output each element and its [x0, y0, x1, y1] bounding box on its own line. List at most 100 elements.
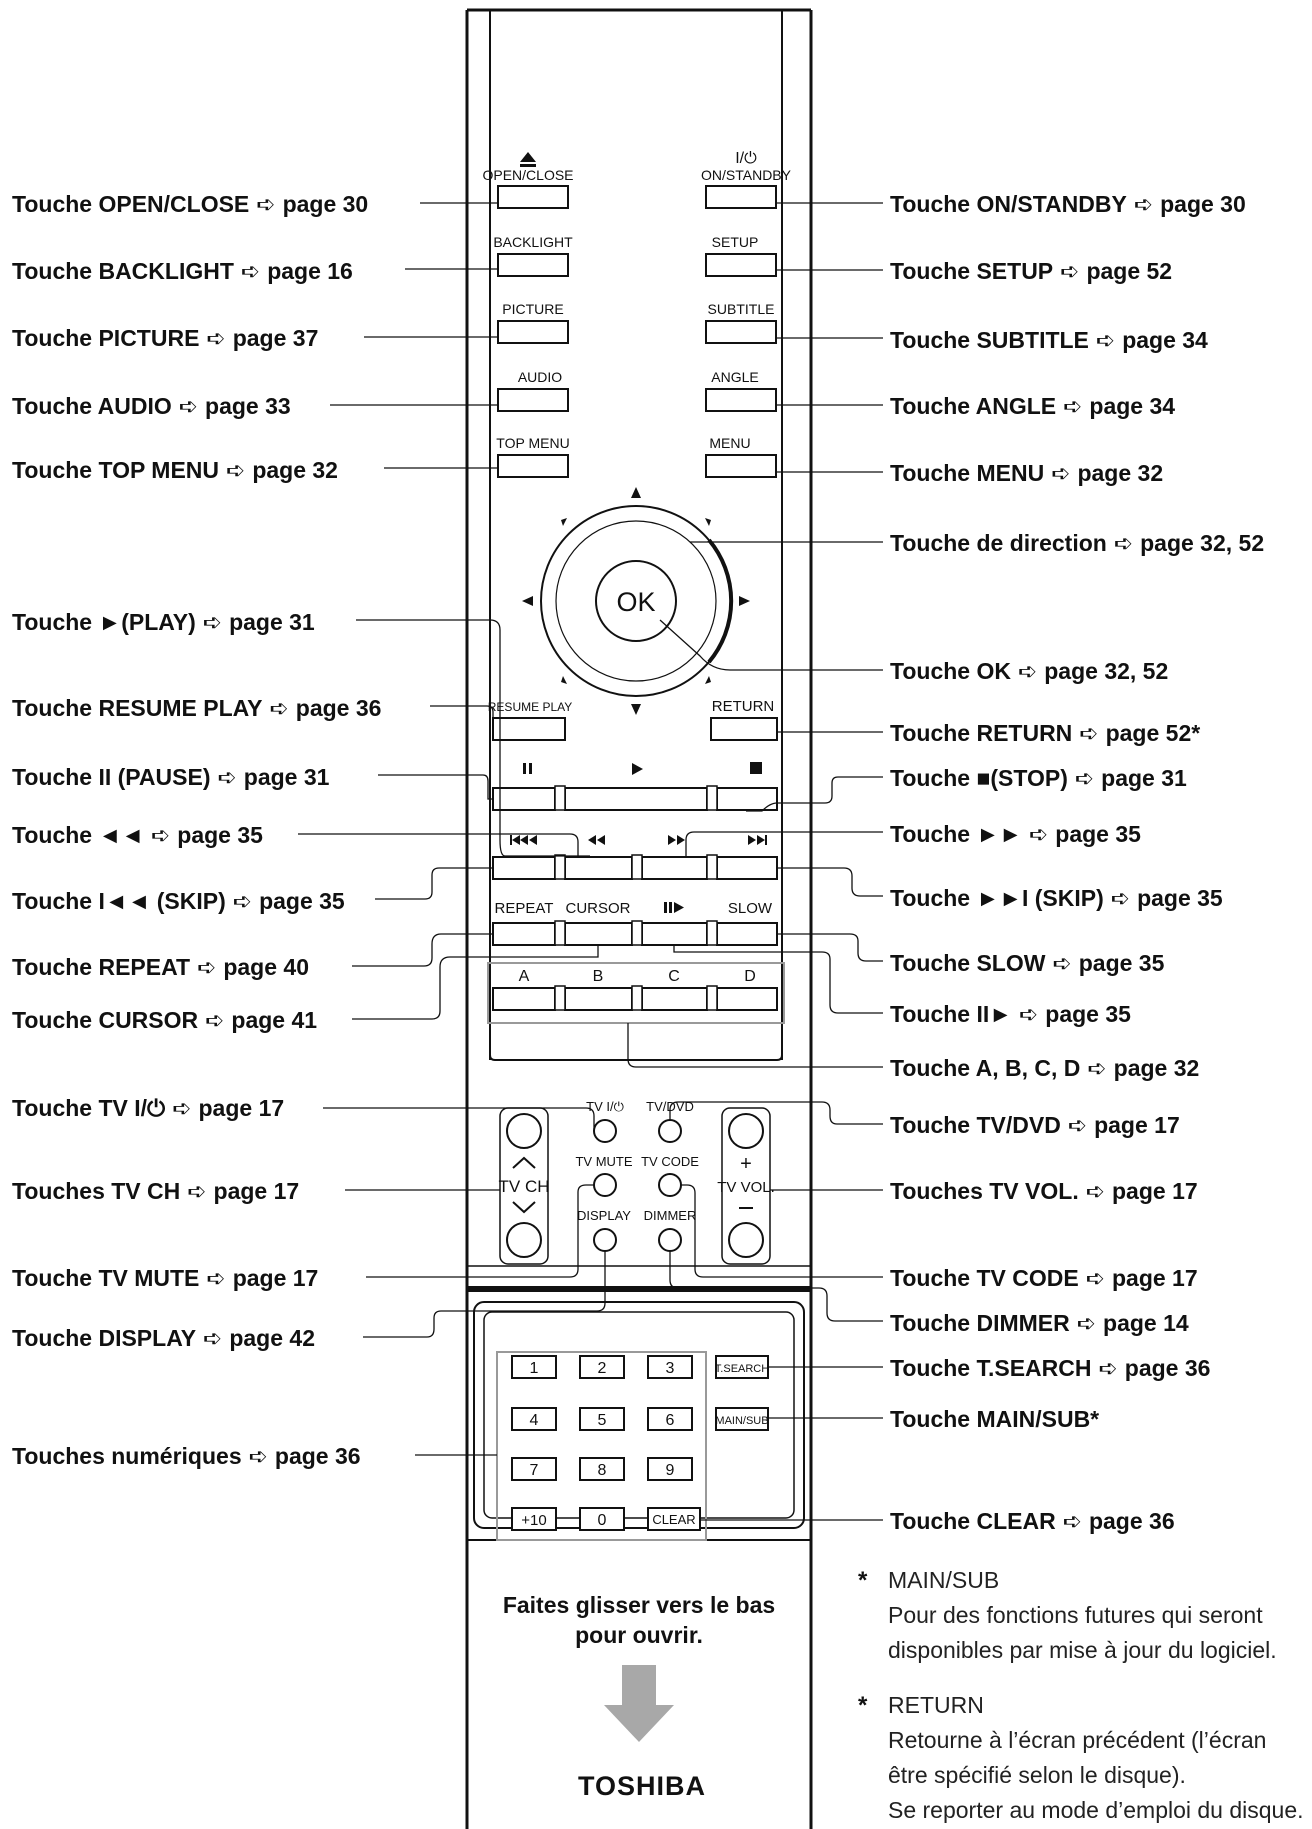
b-button[interactable] [564, 987, 633, 1011]
callout-menu: Touche MENU➪page 32 [890, 460, 1163, 486]
c-button[interactable] [641, 987, 708, 1011]
play-button[interactable] [564, 787, 708, 811]
tv-vol-up-button[interactable] [728, 1113, 764, 1149]
tsearch-label: T.SEARCH [715, 1363, 769, 1375]
key-7-button[interactable] [511, 1457, 557, 1481]
on-standby-button[interactable] [705, 185, 777, 209]
tv-vol-down-button[interactable] [728, 1222, 764, 1258]
tv-mute-button[interactable] [593, 1173, 617, 1197]
return-button[interactable] [710, 717, 778, 741]
key-6-button[interactable] [647, 1407, 693, 1431]
callout-abcd-name: Touche A, B, C, D [890, 1055, 1080, 1081]
skip-forward-button[interactable] [716, 856, 778, 880]
frame-advance-button[interactable] [641, 922, 708, 946]
note-1-star: * [858, 1567, 868, 1594]
subtitle-button[interactable] [705, 320, 777, 344]
note-1-line-2: disponibles par mise à jour du logiciel. [888, 1637, 1277, 1663]
pause-button[interactable] [492, 787, 556, 811]
key-9-button[interactable] [647, 1457, 693, 1481]
play-icon [632, 763, 643, 775]
cursor-button[interactable] [564, 922, 633, 946]
note-1-title: MAIN/SUB [888, 1567, 999, 1593]
key-3-button[interactable] [647, 1355, 693, 1379]
key-plus10-button[interactable] [511, 1507, 557, 1531]
callout-subtitle-page: page 34 [1122, 327, 1208, 353]
tv-ch-down-button[interactable] [506, 1222, 542, 1258]
callout-main-sub-name: Touche MAIN/SUB* [890, 1406, 1099, 1432]
repeat-button[interactable] [492, 922, 556, 946]
callout-forward-name: Touche ►► [890, 821, 1022, 847]
menu-button[interactable] [705, 454, 777, 478]
a-button[interactable] [492, 987, 556, 1011]
subtitle-label: SUBTITLE [708, 301, 775, 317]
callout-tv-dvd: Touche TV/DVD➪page 17 [890, 1112, 1180, 1138]
callout-tv-ch-name: Touches TV CH [12, 1178, 180, 1204]
callout-angle-arrow-icon: ➪ [1063, 393, 1082, 419]
direction-pad: OK [522, 487, 750, 715]
callout-skip-fwd-name: Touche ►►I (SKIP) [890, 885, 1104, 911]
slow-button[interactable] [716, 922, 778, 946]
callout-open-close-page: page 30 [283, 191, 369, 217]
backlight-button[interactable] [497, 253, 569, 277]
upper-buttons: OPEN/CLOSE I/⏻ ON/STANDBY BACKLIGHT SETU… [482, 150, 792, 478]
tv-code-button[interactable] [658, 1173, 682, 1197]
callout-skip-back-page: page 35 [259, 888, 345, 914]
slow-label: SLOW [728, 900, 773, 917]
callout-rewind: Touche ◄◄➪page 35 [12, 822, 263, 848]
key-5-button[interactable] [579, 1407, 625, 1431]
skip-back-button[interactable] [492, 856, 556, 880]
open-close-button[interactable] [497, 185, 569, 209]
callout-on-standby-arrow-icon: ➪ [1134, 191, 1153, 217]
display-button[interactable] [593, 1228, 617, 1252]
key-8-button[interactable] [579, 1457, 625, 1481]
callout-skip-back-name: Touche I◄◄ (SKIP) [12, 888, 226, 914]
clear-button[interactable] [647, 1507, 701, 1531]
callout-frame: Touche II►➪page 35 [890, 1001, 1131, 1027]
key-2-button[interactable] [579, 1355, 625, 1379]
note-2-title: RETURN [888, 1692, 984, 1718]
ok-button[interactable] [595, 560, 677, 642]
d-button[interactable] [716, 987, 778, 1011]
audio-button[interactable] [497, 388, 569, 412]
callout-tv-vol-arrow-icon: ➪ [1086, 1178, 1105, 1204]
key-1-button[interactable] [511, 1355, 557, 1379]
toshiba-logo: TOSHIBA [578, 1771, 706, 1801]
key-0-button[interactable] [579, 1507, 625, 1531]
picture-button[interactable] [497, 320, 569, 344]
tv-power-button[interactable] [593, 1119, 617, 1143]
key-8-label: 8 [598, 1462, 607, 1479]
resume-play-button[interactable] [492, 717, 566, 741]
callout-skip-fwd-arrow-icon: ➪ [1111, 885, 1130, 911]
tv-ch-label: TV CH [499, 1177, 550, 1196]
d-label: D [744, 968, 756, 985]
callout-play-arrow-icon: ➪ [203, 609, 222, 635]
callout-abcd-page: page 32 [1114, 1055, 1200, 1081]
audio-label: AUDIO [518, 369, 562, 385]
clear-label: CLEAR [652, 1512, 695, 1527]
callout-setup: Touche SETUP➪page 52 [890, 258, 1172, 284]
note-2-star: * [858, 1692, 868, 1719]
key-4-button[interactable] [511, 1407, 557, 1431]
rewind-icon [588, 835, 596, 845]
callout-play-page: page 31 [229, 609, 315, 635]
callout-resume-play-arrow-icon: ➪ [269, 695, 288, 721]
tv-ch-up-button[interactable] [506, 1113, 542, 1149]
key-6-label: 6 [666, 1412, 675, 1429]
forward-button[interactable] [641, 856, 708, 880]
dimmer-button[interactable] [658, 1228, 682, 1252]
angle-button[interactable] [705, 388, 777, 412]
footnotes: * MAIN/SUB Pour des fonctions futures qu… [858, 1567, 1304, 1823]
callout-tv-mute-name: Touche TV MUTE [12, 1265, 199, 1291]
tv-dvd-button[interactable] [658, 1119, 682, 1143]
top-menu-button[interactable] [497, 454, 569, 478]
setup-button[interactable] [705, 253, 777, 277]
main-sub-button[interactable] [715, 1407, 769, 1431]
callout-cursor: Touche CURSOR➪page 41 [12, 1007, 317, 1033]
callout-on-standby-name: Touche ON/STANDBY [890, 191, 1127, 217]
rewind-button[interactable] [564, 856, 633, 880]
callout-resume-play: Touche RESUME PLAY➪page 36 [12, 695, 381, 721]
callout-pause-page: page 31 [244, 764, 330, 790]
callout-cursor-arrow-icon: ➪ [205, 1007, 224, 1033]
callout-abcd-arrow-icon: ➪ [1087, 1055, 1106, 1081]
